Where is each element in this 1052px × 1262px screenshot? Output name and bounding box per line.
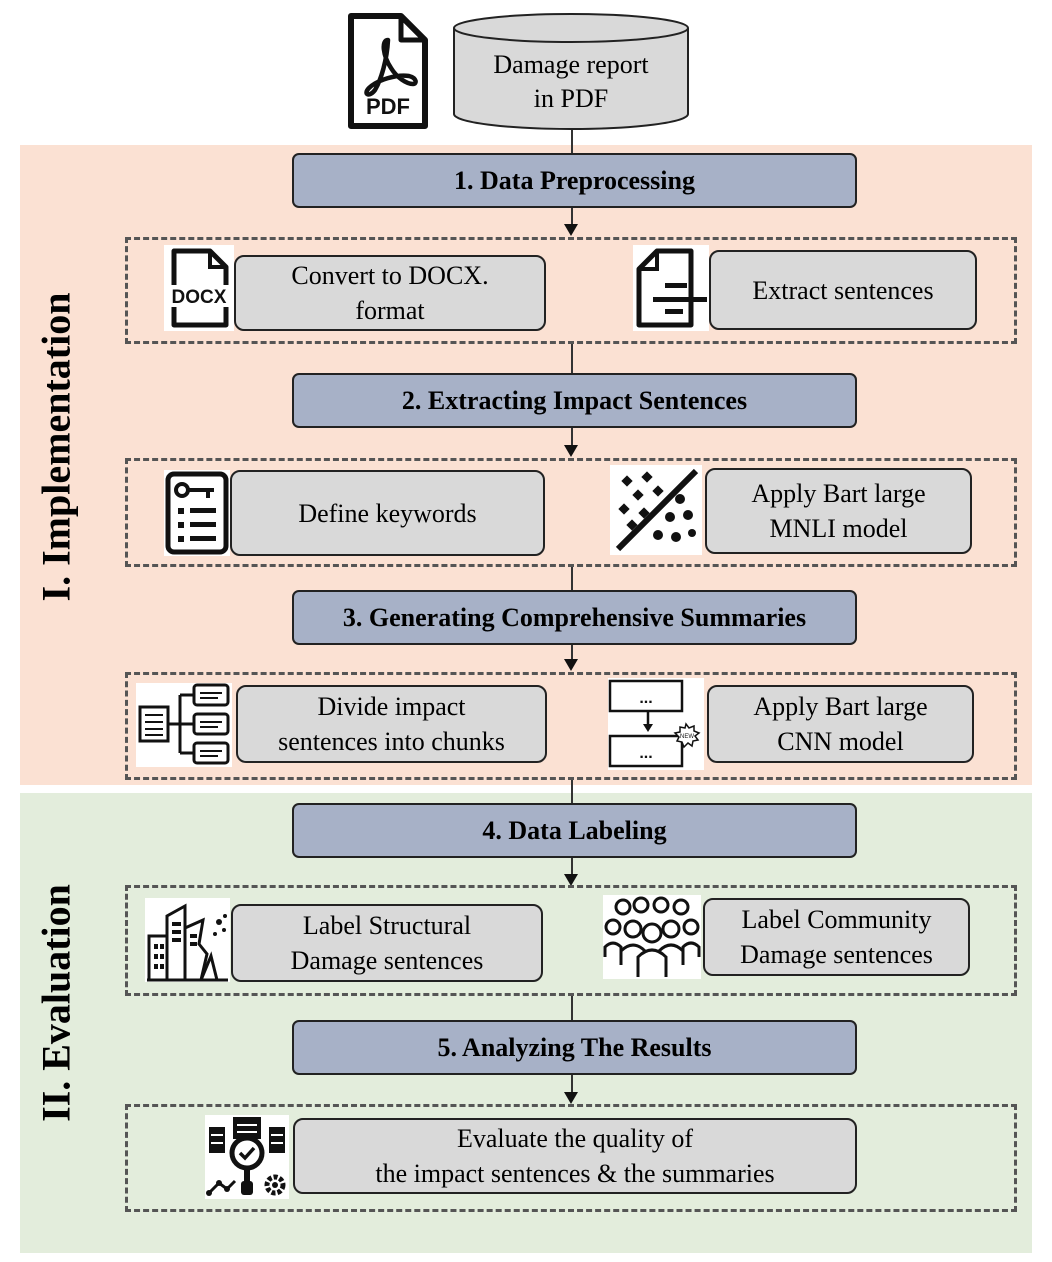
community-people-icon xyxy=(603,895,701,979)
task-convert-to-docx: Convert to DOCX. format xyxy=(234,255,546,331)
arrow-head xyxy=(564,659,578,671)
classification-dots-icon xyxy=(610,465,702,555)
arrow-head xyxy=(564,1092,578,1104)
database-label: Damage report in PDF xyxy=(493,50,649,113)
phase-label-evaluation: II. Evaluation xyxy=(33,884,79,1122)
arrow-head xyxy=(564,445,578,457)
step-2-task-group xyxy=(125,458,1017,567)
summary-icon-top-text: ... xyxy=(639,690,652,707)
task-define-keywords: Define keywords xyxy=(230,470,545,556)
arrow-head xyxy=(564,224,578,236)
damaged-building-icon xyxy=(145,898,230,982)
connector-line xyxy=(571,128,573,154)
summary-flow-icon: ... ... NEW xyxy=(608,678,704,770)
connector-line xyxy=(571,995,573,1021)
task-evaluate-quality: Evaluate the quality of the impact sente… xyxy=(293,1118,857,1194)
task-divide-into-chunks: Divide impact sentences into chunks xyxy=(236,685,547,763)
summary-icon-bottom-text: ... xyxy=(639,745,652,762)
key-checklist-icon xyxy=(164,470,230,556)
phase-label-implementation: I. Implementation xyxy=(33,292,79,602)
task-label-structural-damage: Label Structural Damage sentences xyxy=(231,904,543,982)
connector-line xyxy=(571,779,573,803)
connector-line xyxy=(571,427,573,446)
pdf-icon-text: PDF xyxy=(366,94,410,119)
connector-line xyxy=(571,566,573,591)
connector-line xyxy=(571,1074,573,1093)
task-apply-bart-mnli: Apply Bart large MNLI model xyxy=(705,468,972,554)
step-1-task-group xyxy=(125,237,1017,344)
step-1-data-preprocessing: 1. Data Preprocessing xyxy=(292,153,857,208)
step-3-task-group xyxy=(125,672,1017,780)
chunk-tree-icon xyxy=(136,683,232,767)
connector-line xyxy=(571,207,573,225)
new-badge-text: NEW xyxy=(680,734,694,740)
arrow-head xyxy=(564,874,578,886)
step-3-generating-summaries: 3. Generating Comprehensive Summaries xyxy=(292,590,857,645)
connector-line xyxy=(571,857,573,875)
damage-report-database: Damage report in PDF xyxy=(452,12,690,132)
task-extract-sentences: Extract sentences xyxy=(709,250,977,330)
document-extract-icon xyxy=(633,245,709,331)
pdf-file-icon: PDF xyxy=(345,10,431,132)
step-5-analyzing-results: 5. Analyzing The Results xyxy=(292,1020,857,1075)
docx-file-icon: DOCX xyxy=(164,245,234,331)
connector-line xyxy=(571,343,573,374)
step-2-extracting-impact-sentences: 2. Extracting Impact Sentences xyxy=(292,373,857,428)
quality-analysis-icon xyxy=(205,1115,289,1199)
task-apply-bart-cnn: Apply Bart large CNN model xyxy=(707,685,974,763)
task-label-community-damage: Label Community Damage sentences xyxy=(703,898,970,976)
connector-line xyxy=(571,644,573,660)
docx-icon-text: DOCX xyxy=(172,287,227,308)
step-5-task-group xyxy=(125,1104,1017,1212)
step-4-data-labeling: 4. Data Labeling xyxy=(292,803,857,858)
step-4-task-group xyxy=(125,885,1017,996)
